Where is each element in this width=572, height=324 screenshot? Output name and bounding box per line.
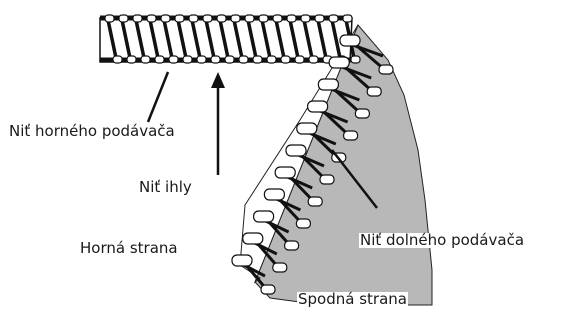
band-loop-top: [161, 15, 170, 22]
diagonal-loop-left: [329, 57, 349, 68]
diagonal-loop-left: [243, 233, 263, 244]
diagonal-loop-left: [340, 35, 360, 46]
diagonal-loop-right: [273, 263, 287, 272]
band-loop-top: [203, 15, 212, 22]
diagonal-loop-right: [261, 285, 275, 294]
band-loop-bottom: [281, 56, 290, 63]
diagonal-loop-left: [297, 123, 317, 134]
band-loop-top: [301, 15, 310, 22]
diagonal-loop-right: [379, 65, 393, 74]
band-loop-bottom: [351, 56, 360, 63]
diagonal-loop-left: [275, 167, 295, 178]
horizontal-stitch-band: [100, 15, 360, 63]
needle-thread-label: Niť ihly: [138, 180, 193, 195]
bottom-side-label: Spodná strana: [297, 292, 408, 307]
band-loop-bottom: [183, 56, 192, 63]
band-loop-bottom: [239, 56, 248, 63]
band-loop-top: [273, 15, 282, 22]
band-loop-top: [245, 15, 254, 22]
needle-thread-arrowhead: [211, 72, 225, 88]
band-loop-top: [343, 15, 352, 22]
band-loop-bottom: [267, 56, 276, 63]
band-loop-bottom: [211, 56, 220, 63]
band-loop-top: [231, 15, 240, 22]
band-loop-bottom: [309, 56, 318, 63]
diagonal-loop-right: [367, 87, 381, 96]
upper-looper-thread-label: Niť horného podávača: [8, 124, 176, 139]
band-loop-top: [105, 15, 114, 22]
band-loop-top: [217, 15, 226, 22]
band-loop-bottom: [141, 56, 150, 63]
band-loop-bottom: [197, 56, 206, 63]
diagonal-loop-right: [344, 131, 358, 140]
diagonal-loop-left: [264, 189, 284, 200]
band-loop-top: [119, 15, 128, 22]
diagonal-loop-left: [308, 101, 328, 112]
diagonal-loop-left: [254, 211, 274, 222]
band-loop-bottom: [225, 56, 234, 63]
upper-looper-leader-line: [148, 72, 168, 122]
band-loop-top: [315, 15, 324, 22]
band-loop-bottom: [295, 56, 304, 63]
band-loop-top: [259, 15, 268, 22]
diagonal-loop-right: [296, 219, 310, 228]
diagonal-loop-left: [318, 79, 338, 90]
band-loop-top: [147, 15, 156, 22]
diagonal-loop-right: [285, 241, 299, 250]
band-loop-top: [329, 15, 338, 22]
band-loop-bottom: [155, 56, 164, 63]
diagonal-loop-left: [286, 145, 306, 156]
band-loop-bottom: [253, 56, 262, 63]
band-loop-bottom: [127, 56, 136, 63]
lower-looper-thread-label: Niť dolného podávača: [359, 233, 525, 248]
top-side-label: Horná strana: [79, 241, 179, 256]
band-loop-top: [287, 15, 296, 22]
band-loop-bottom: [113, 56, 122, 63]
band-loop-bottom: [169, 56, 178, 63]
diagonal-loop-right: [320, 175, 334, 184]
diagonal-loop-right: [308, 197, 322, 206]
diagonal-loop-left: [232, 255, 252, 266]
band-loop-top: [175, 15, 184, 22]
band-loop-top: [133, 15, 142, 22]
band-loop-top: [189, 15, 198, 22]
diagonal-loop-right: [355, 109, 369, 118]
